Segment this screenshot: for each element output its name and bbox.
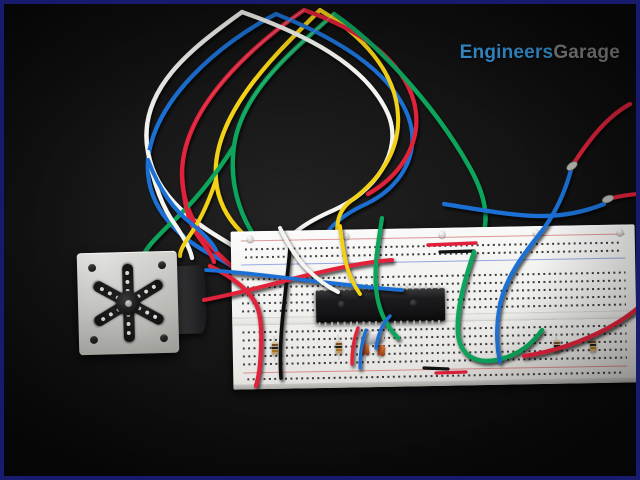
wire-layer-front [202, 101, 636, 389]
wire-blue-lower-right [495, 302, 502, 364]
watermark: EngineersGarage [460, 42, 620, 64]
wire-blue-board-jumper-2 [358, 328, 368, 370]
wire-red-left-run [207, 263, 264, 389]
wire-blue-right-long [441, 201, 607, 219]
wire-blue-right-branch [497, 163, 575, 307]
watermark-primary: Engineers [459, 42, 554, 63]
wire-splices [566, 161, 615, 204]
watermark-secondary: Garage [553, 42, 620, 63]
wire-red-right-top [569, 101, 633, 169]
wire-black-left-run [278, 246, 292, 380]
wire-red-board-jumper [350, 326, 360, 366]
